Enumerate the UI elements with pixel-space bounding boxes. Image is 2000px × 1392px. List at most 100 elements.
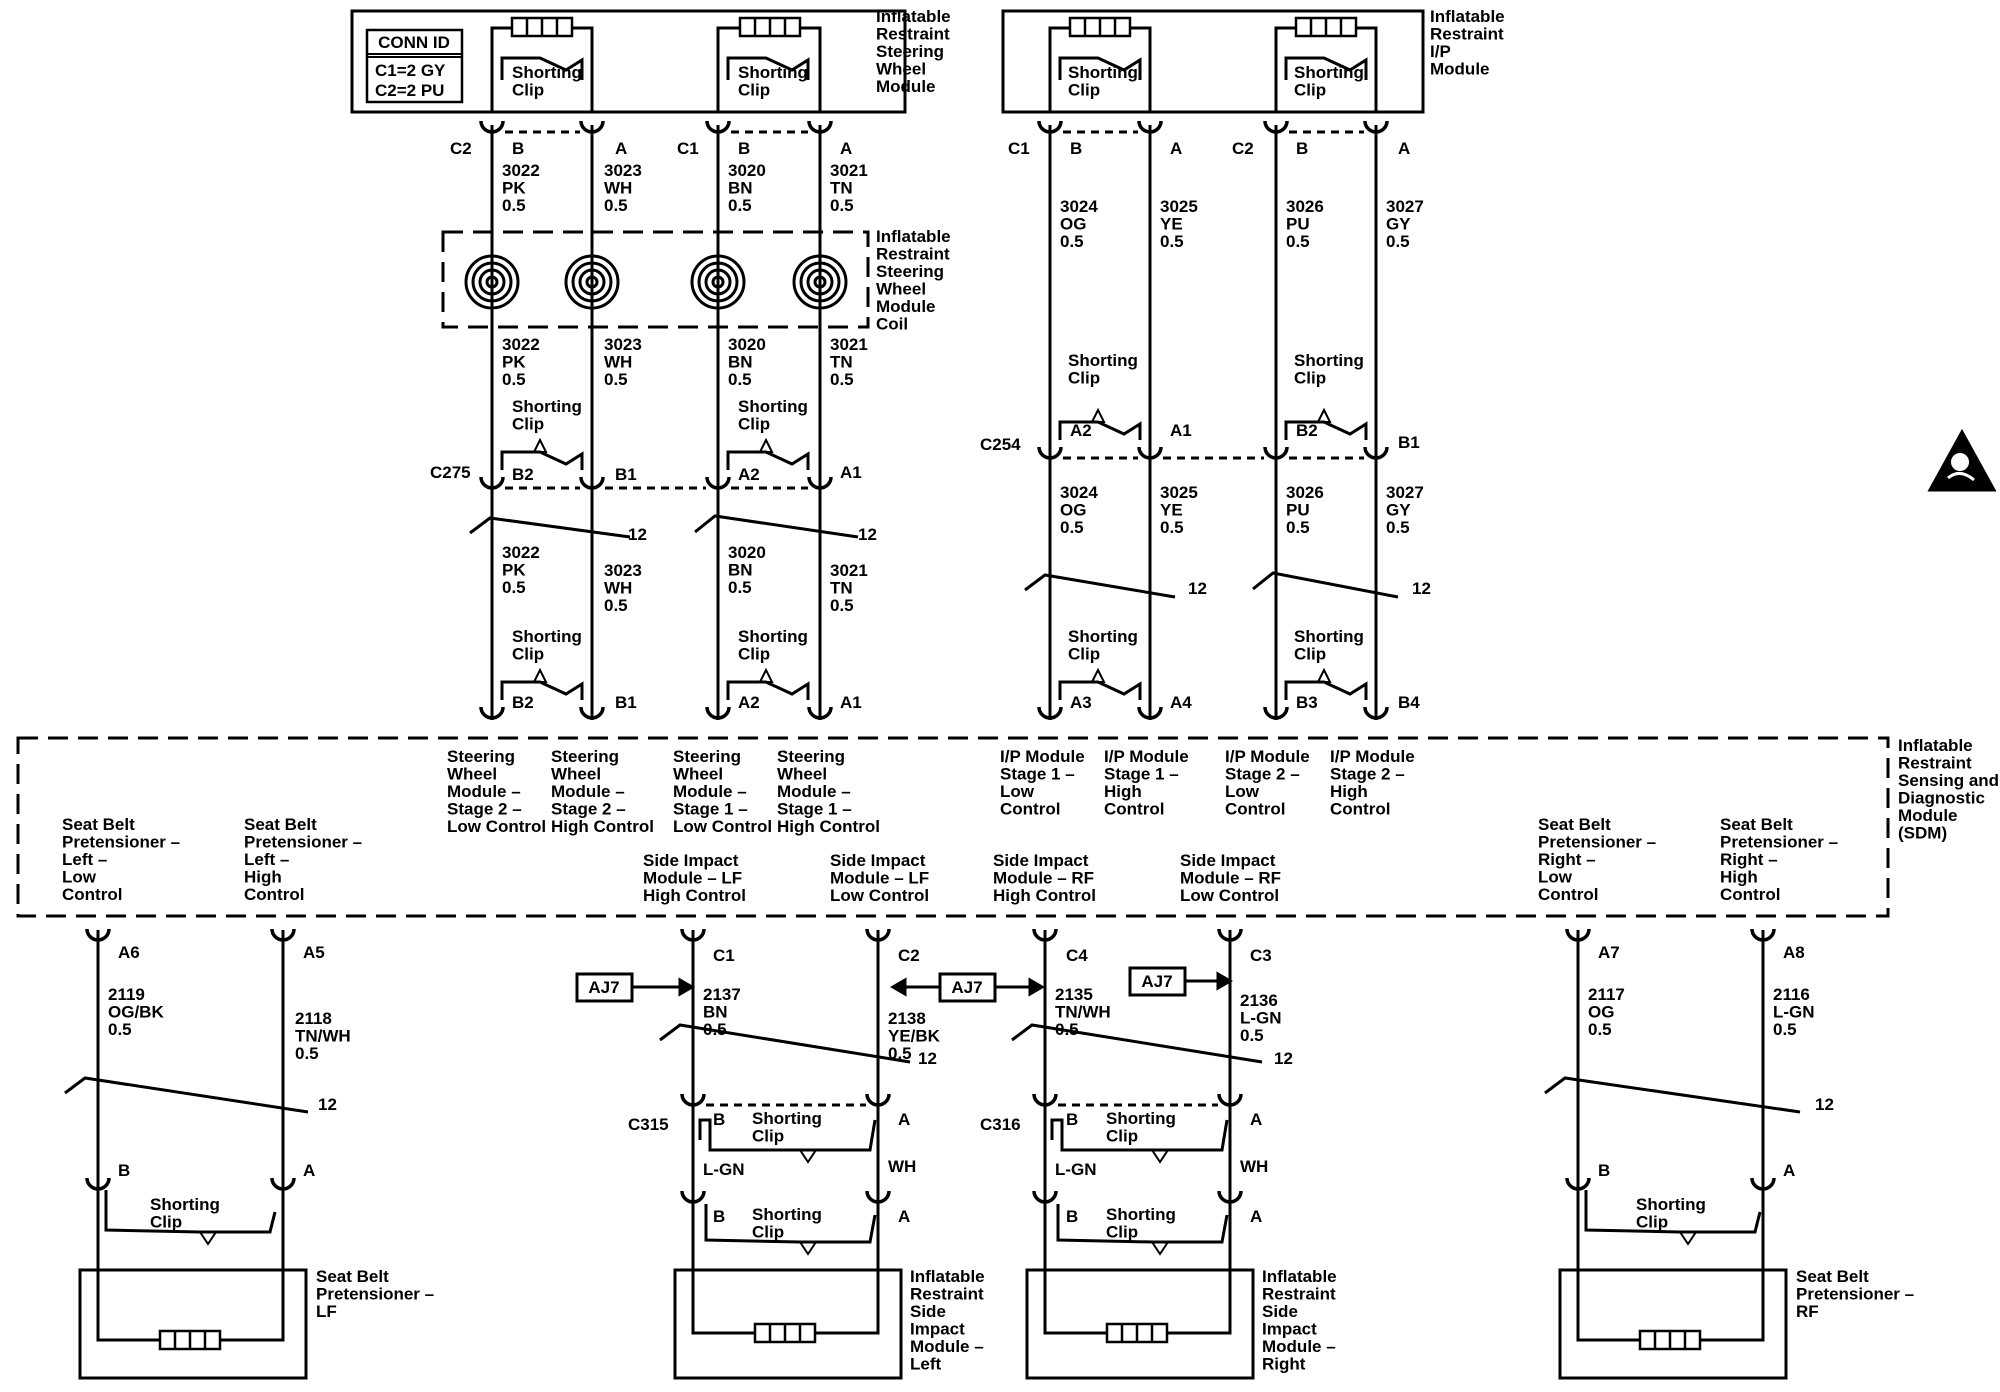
- twist-count-label: 12: [628, 525, 647, 544]
- wire-label-w3023: 3023: [604, 561, 642, 580]
- pin-b2: B2: [512, 465, 534, 484]
- squib-icon: [158, 1329, 222, 1351]
- wire-label-w3026: 0.5: [1286, 518, 1310, 537]
- connector-c316: C316: [980, 1115, 1021, 1134]
- sdm-circuit-sb-right-high: Control: [1720, 885, 1780, 904]
- sdm-circuit-ip-s2-low: Control: [1225, 800, 1285, 819]
- sdm-circuit-ip-s2-high: Stage 2 –: [1330, 765, 1405, 784]
- sdm-circuit-sb-left-low: Pretensioner –: [62, 833, 180, 852]
- wire-label-w3026: 3026: [1286, 483, 1324, 502]
- sdm-circuit-sw-s1-low: Stage 1 –: [673, 800, 748, 819]
- pin-b2: B2: [512, 693, 534, 712]
- shorting-clip-label: Clip: [1294, 645, 1326, 664]
- wire-label-wh: WH: [888, 1157, 916, 1176]
- sdm-circuit-ip-s1-high: High: [1104, 782, 1142, 801]
- wire-label-w2117: 2117: [1588, 985, 1625, 1004]
- wire-label-w3020: 0.5: [728, 196, 752, 215]
- sdm-circuit-sb-left-low: Low: [62, 868, 97, 887]
- shorting-clip-label: Shorting: [1106, 1109, 1176, 1128]
- steering-wheel-module-title: Wheel: [876, 60, 926, 79]
- shorting-clip-label: Clip: [1294, 81, 1326, 100]
- pin-b: B: [118, 1161, 130, 1180]
- sdm-circuit-sw-s1-high: Module –: [777, 782, 851, 801]
- wire-label-w3021: 3021: [830, 335, 868, 354]
- airbag-warning-icon: [1927, 428, 1997, 492]
- pin-a8: A8: [1783, 943, 1805, 962]
- wire-label-w2136: 2136: [1240, 991, 1278, 1010]
- sdm-circuit-sw-s1-low: Wheel: [673, 765, 723, 784]
- pin-c4: C4: [1066, 946, 1088, 965]
- conn-id-c2: C2=2 PU: [375, 81, 444, 100]
- wire-label-w2138: 2138: [888, 1009, 926, 1028]
- wire-label-w3027: 3027: [1386, 483, 1424, 502]
- wire-label-w3026: PU: [1286, 501, 1310, 520]
- shorting-clip-label: Shorting: [1294, 627, 1364, 646]
- sdm-circuit-sw-s2-high: Module –: [551, 782, 625, 801]
- sdm-box: [16, 736, 1890, 918]
- pin-a1: A1: [840, 693, 862, 712]
- wire-label-w2117: 0.5: [1588, 1020, 1612, 1039]
- wire-label-w3023: 0.5: [604, 370, 628, 389]
- sdm-circuit-si-rf-low: Module – RF: [1180, 869, 1281, 888]
- connector-c315: C315: [628, 1115, 669, 1134]
- ip-module-title: Inflatable: [1430, 7, 1505, 26]
- shorting-clip-label: Shorting: [512, 63, 582, 82]
- sdm-title: Restraint: [1898, 754, 1972, 773]
- sdm-circuit-sb-left-high: Pretensioner –: [244, 833, 362, 852]
- pin-b: B: [713, 1207, 725, 1226]
- steering-wheel-module-title: Inflatable: [876, 7, 951, 26]
- shorting-clip-label: Clip: [1068, 645, 1100, 664]
- wire-label-w2136: 0.5: [1240, 1026, 1264, 1045]
- shorting-clip-label: Clip: [1636, 1213, 1668, 1232]
- connector-c2-ip: C2: [1232, 139, 1254, 158]
- wire-label-w2135: TN/WH: [1055, 1003, 1111, 1022]
- sdm-circuit-si-lf-low: Low Control: [830, 886, 929, 905]
- wire-label-w3020: 3020: [728, 543, 766, 562]
- ip-module-title: I/P: [1430, 42, 1451, 61]
- steering-coil-title: Wheel: [876, 280, 926, 299]
- sdm-circuit-sw-s2-low: Module –: [447, 782, 521, 801]
- pin-a6: A6: [118, 943, 140, 962]
- shorting-clip-label: Shorting: [738, 397, 808, 416]
- shorting-clip-label: Clip: [738, 415, 770, 434]
- wire-label-w3027: GY: [1386, 215, 1411, 234]
- shorting-clip-label: Clip: [738, 81, 770, 100]
- pretensioner-rf-title: RF: [1796, 1302, 1819, 1321]
- shorting-clip-label: Shorting: [738, 63, 808, 82]
- pretensioner-lf-title: Seat Belt: [316, 1267, 389, 1286]
- pin-b: B: [738, 139, 750, 158]
- squib-icon: [1068, 16, 1132, 38]
- pin-b: B: [1070, 139, 1082, 158]
- shorting-clip-label: Shorting: [512, 397, 582, 416]
- squib-icon: [753, 1322, 817, 1344]
- shorting-clip-label: Clip: [1068, 369, 1100, 388]
- wire-label-w2116: 2116: [1773, 985, 1810, 1004]
- sdm-circuit-si-lf-high: Module – LF: [643, 869, 742, 888]
- pin-a: A: [898, 1110, 910, 1129]
- sdm-circuit-ip-s2-low: Stage 2 –: [1225, 765, 1300, 784]
- wire-label-w3020: 3020: [728, 335, 766, 354]
- shorting-clip-label: Shorting: [738, 627, 808, 646]
- wire-label-w3025: 3025: [1160, 197, 1198, 216]
- connector-c1: C1: [677, 139, 699, 158]
- shorting-clip-label: Clip: [738, 645, 770, 664]
- pin-b: B: [1598, 1161, 1610, 1180]
- sdm-circuit-sb-left-low: Seat Belt: [62, 815, 135, 834]
- pretensioner-lf-title: LF: [316, 1302, 337, 1321]
- wire-label-w3022: 0.5: [502, 578, 526, 597]
- pin-a: A: [840, 139, 852, 158]
- wire-label-w3025: 0.5: [1160, 518, 1184, 537]
- sdm-circuit-sw-s1-high: Stage 1 –: [777, 800, 852, 819]
- shorting-clip-label: Clip: [512, 415, 544, 434]
- wire-label-w3023: 0.5: [604, 596, 628, 615]
- wire-label-w3020: 0.5: [728, 370, 752, 389]
- sdm-circuit-sw-s2-low: Stage 2 –: [447, 800, 522, 819]
- wire-label-w3021: TN: [830, 353, 853, 372]
- sdm-circuit-si-rf-low: Low Control: [1180, 886, 1279, 905]
- wire-label-w3024: 0.5: [1060, 232, 1084, 251]
- shorting-clip-label: Clip: [752, 1127, 784, 1146]
- wire-label-w2119: 2119: [108, 985, 145, 1004]
- shorting-clip-label: Shorting: [752, 1109, 822, 1128]
- wire-label-w3023: WH: [604, 179, 632, 198]
